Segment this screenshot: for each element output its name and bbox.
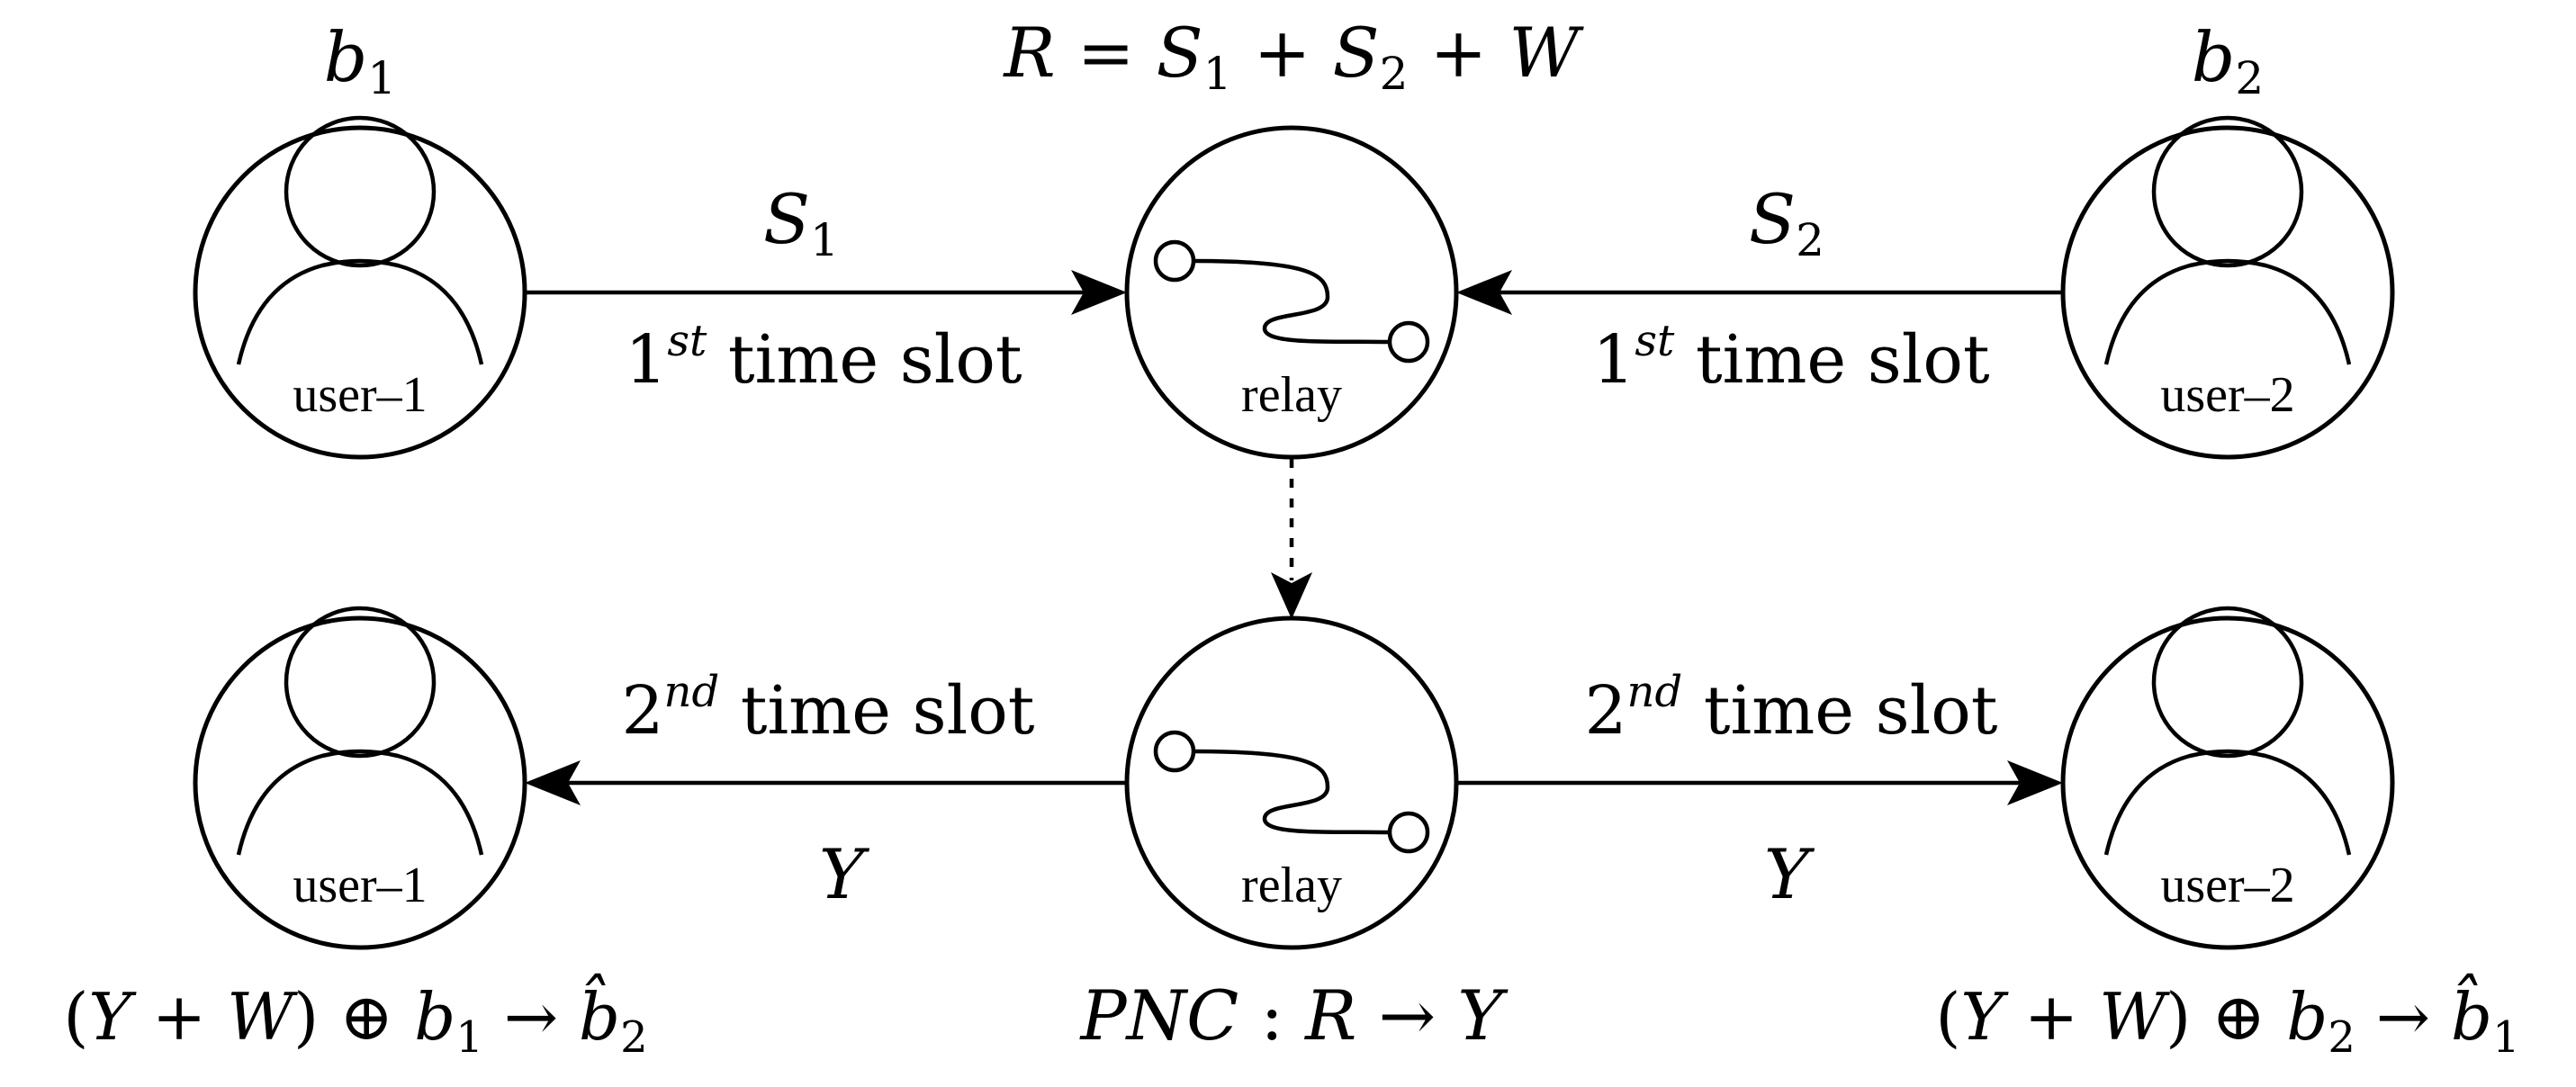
arrow-relay-to-user1: [525, 760, 1127, 805]
node-label: user–1: [293, 367, 427, 423]
time-slot-label-left-bottom: 2nd time slot: [621, 667, 1034, 750]
node-label: relay: [1241, 858, 1342, 913]
arrow-relay-processing: [1271, 459, 1312, 619]
node-user1-top: user–1: [193, 118, 527, 460]
time-slot-label-right-top: 1st time slot: [1592, 316, 1990, 399]
arrow-user2-to-relay: [1456, 270, 2063, 315]
signal-label-s2: S2: [1749, 179, 1824, 266]
node-user1-bottom: user–1: [193, 608, 527, 950]
node-label: user–2: [2160, 367, 2294, 423]
user2-decode-label: (Y + W) ⊕ b2 → b̂1: [1935, 972, 2519, 1063]
user2-bit-label: b2: [2192, 17, 2264, 104]
signal-label-y-right: Y: [1764, 834, 1815, 914]
node-relay-bottom: relay: [1124, 615, 1459, 950]
pnc-mapping-label: PNC : R → Y: [1078, 975, 1509, 1056]
arrow-relay-to-user2: [1456, 760, 2063, 805]
user1-bit-label: b1: [324, 17, 396, 104]
node-label: relay: [1241, 367, 1342, 423]
node-label: user–2: [2160, 858, 2294, 913]
time-slot-label-right-bottom: 2nd time slot: [1584, 667, 1997, 750]
user1-decode-label: (Y + W) ⊕ b1 → b̂2: [63, 972, 647, 1063]
signal-label-s1: S1: [763, 179, 839, 266]
signal-label-y-left: Y: [819, 834, 870, 914]
node-user2-bottom: user–2: [2060, 608, 2395, 950]
node-relay-top: relay: [1124, 125, 1459, 460]
node-label: user–1: [293, 858, 427, 913]
relay-received-equation: R = S1 + S2 + W: [1002, 13, 1584, 100]
node-user2-top: user–2: [2060, 118, 2395, 460]
time-slot-label-left-top: 1st time slot: [625, 316, 1022, 399]
arrow-user1-to-relay: [525, 270, 1127, 315]
